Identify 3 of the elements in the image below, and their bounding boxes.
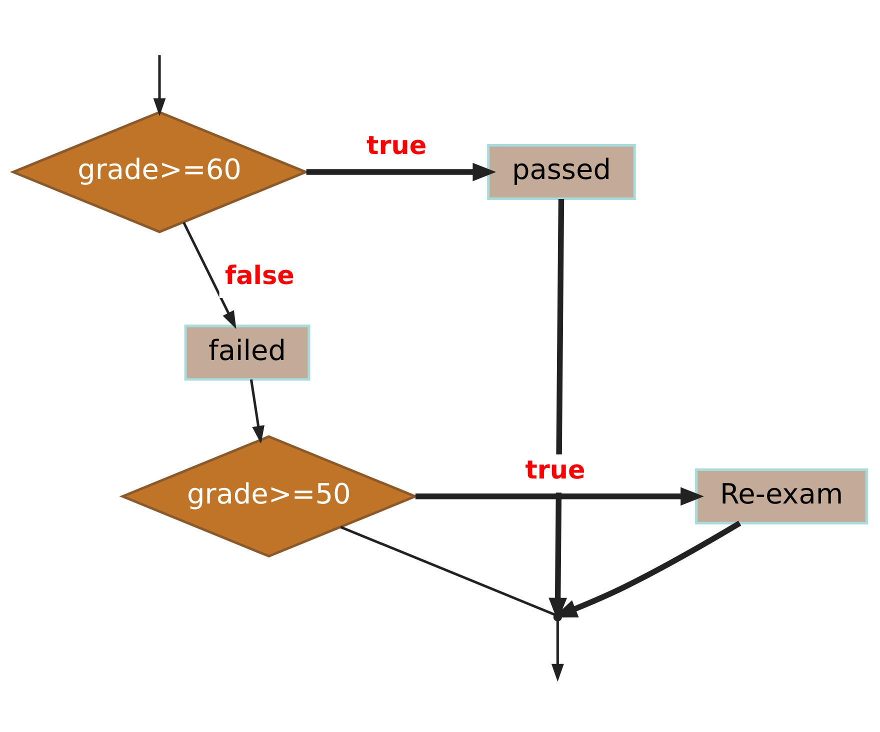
- edge-label: false: [225, 259, 294, 290]
- edge-label: true: [366, 130, 427, 160]
- edge-label: true: [525, 454, 586, 484]
